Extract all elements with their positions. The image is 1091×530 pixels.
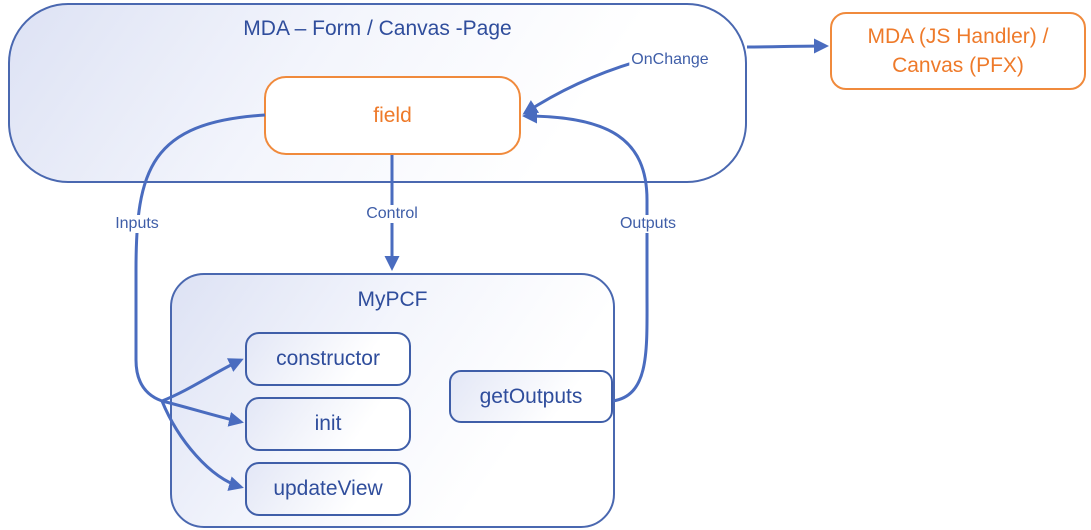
external-handler-line1: MDA (JS Handler) / — [867, 25, 1049, 48]
pcf-container-title: MyPCF — [357, 288, 428, 311]
inputs-line — [134, 113, 266, 403]
outputs-arrow — [522, 108, 649, 403]
inputs-label: Inputs — [113, 215, 161, 233]
constructor-node: constructor — [245, 332, 411, 386]
onchange-to-field-arrow — [522, 58, 643, 115]
inputs-to-init-arrow — [161, 399, 244, 427]
onchange-arrow — [746, 38, 829, 54]
init-node: init — [245, 397, 411, 451]
external-handler-line2: Canvas (PFX) — [892, 54, 1024, 77]
get-outputs-node: getOutputs — [449, 370, 613, 423]
field-node: field — [264, 76, 521, 155]
onchange-label: OnChange — [629, 51, 711, 69]
outputs-label: Outputs — [617, 215, 679, 233]
update-view-node: updateView — [245, 462, 411, 516]
external-handler-box: MDA (JS Handler) / Canvas (PFX) — [830, 12, 1086, 90]
page-container-title: MDA – Form / Canvas -Page — [243, 17, 512, 40]
inputs-to-updateview-arrow — [160, 400, 244, 491]
inputs-to-constructor-arrow — [161, 358, 244, 403]
control-label: Control — [364, 205, 420, 223]
